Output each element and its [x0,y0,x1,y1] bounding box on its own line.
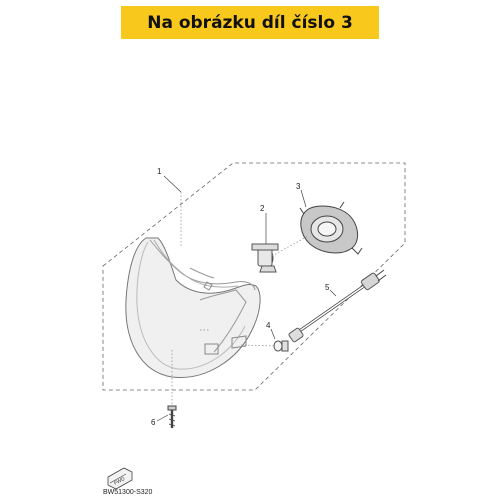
assembly-boundary [102,162,406,391]
callout-5: 5 [325,283,330,292]
callout-1: 1 [157,167,162,176]
fwd-label: FWD [113,476,126,487]
fwd-arrow-icon: FWD [107,467,133,490]
banner-text: Na obrázku díl číslo 3 [147,12,353,33]
leader-lines [156,175,337,422]
drawing-code: BW51300-S320 [103,489,153,496]
highlight-banner: Na obrázku díl číslo 3 [121,6,379,39]
callout-6: 6 [151,418,156,427]
bulb-part [251,243,279,273]
cord-assembly-part [288,269,387,343]
socket-cover-part [299,201,363,255]
callout-4: 4 [266,321,271,330]
small-bulb-part [273,340,289,352]
callout-3: 3 [296,182,301,191]
dotted-guides [171,192,309,404]
headlight-housing [125,237,261,378]
screw-part [167,405,177,428]
callout-2: 2 [260,204,265,213]
